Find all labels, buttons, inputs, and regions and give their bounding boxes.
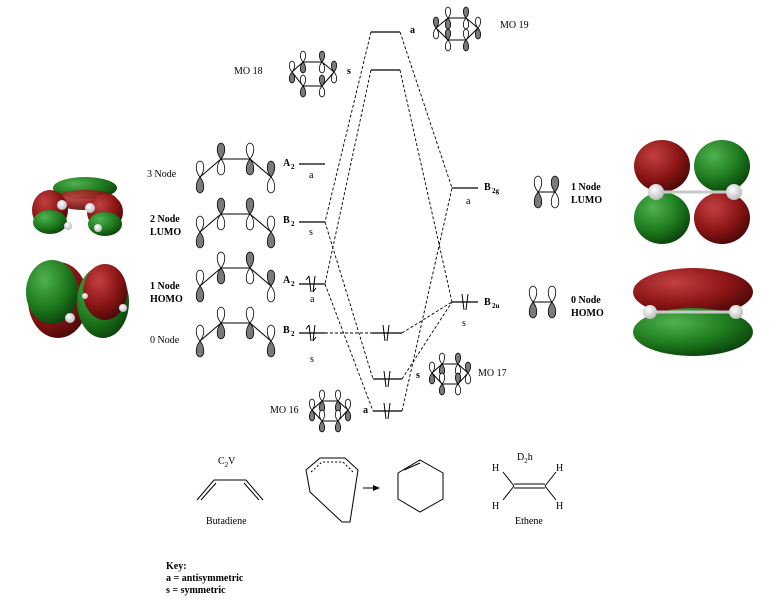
svg-text:D2h: D2h: [517, 452, 533, 465]
product-level-homo-pair: [372, 324, 402, 342]
svg-text:a: a: [466, 196, 471, 207]
ethene-structure: D2h H H H H Ethene: [492, 452, 563, 527]
butadiene-mo-psi4-sketch: [195, 142, 276, 194]
butadiene-mo-psi2-sketch: [195, 251, 276, 303]
ethene-homo-sketch: [528, 285, 557, 319]
svg-text:B: B: [283, 325, 290, 336]
svg-text:B: B: [283, 215, 290, 226]
butadiene-node-label-2: 2 Node: [150, 214, 180, 225]
svg-text:H: H: [492, 463, 499, 474]
ethene-homo-label: HOMO: [571, 308, 604, 319]
svg-text:B: B: [484, 182, 491, 193]
correlation-lines: [324, 31, 453, 412]
butadiene-homo-label: HOMO: [150, 294, 183, 305]
butadiene-mo-psi3-sketch: [195, 197, 276, 249]
svg-text:s: s: [310, 354, 314, 365]
svg-text:2: 2: [291, 280, 295, 288]
mo18-sketch: [288, 50, 338, 98]
svg-text:a: a: [363, 405, 368, 416]
butadiene-caption: Butadiene: [206, 516, 247, 527]
butadiene-lumo-label: LUMO: [150, 227, 181, 238]
ethene-node-label-1: 1 Node: [571, 182, 601, 193]
svg-text:s: s: [462, 318, 466, 329]
butadiene-level-a2-upper: A 2 a: [283, 158, 325, 181]
ethene-node-label-0: 0 Node: [571, 295, 601, 306]
svg-text:2: 2: [291, 220, 295, 228]
svg-text:a: a: [309, 170, 314, 181]
mo18-label: MO 18: [234, 66, 263, 77]
svg-text:2: 2: [291, 163, 295, 171]
svg-text:s = symmetric: s = symmetric: [166, 585, 226, 596]
svg-text:2u: 2u: [492, 302, 500, 310]
product-level-mo16: a: [363, 402, 402, 420]
butadiene-node-label-0: 0 Node: [150, 335, 180, 346]
ethene-lumo-render: [634, 140, 750, 244]
product-level-mo19: a: [371, 25, 415, 36]
ethene-lumo-sketch: [533, 175, 560, 209]
mo16-sketch: [308, 389, 352, 433]
mo17-label: MO 17: [478, 368, 507, 379]
svg-text:H: H: [556, 463, 563, 474]
svg-text:A: A: [283, 158, 291, 169]
butadiene-structure: C2V Butadiene: [196, 456, 264, 527]
svg-text:A: A: [283, 275, 291, 286]
mo17-sketch: [428, 352, 472, 396]
butadiene-level-b2-lumo: B 2 s: [283, 215, 325, 238]
ethene-homo-render: [633, 268, 753, 356]
svg-text:Key:: Key:: [166, 561, 187, 572]
ethene-caption: Ethene: [515, 516, 543, 527]
svg-text:s: s: [309, 227, 313, 238]
svg-text:C2V: C2V: [218, 456, 236, 469]
transition-state-structure: [305, 457, 380, 523]
product-level-mo17: s: [373, 370, 420, 388]
product-level-mo18: s: [347, 66, 400, 77]
mo16-label: MO 16: [270, 405, 299, 416]
butadiene-node-label-3: 3 Node: [147, 169, 177, 180]
svg-text:a = antisymmetric: a = antisymmetric: [166, 573, 244, 584]
svg-text:2: 2: [291, 330, 295, 338]
svg-text:s: s: [347, 66, 351, 77]
ethene-lumo-label: LUMO: [571, 195, 602, 206]
mo19-sketch: [432, 6, 482, 52]
ethene-level-b2u: B 2u s: [452, 293, 500, 329]
butadiene-level-b2-lower: B 2 s: [283, 324, 325, 365]
cyclohexene-structure: [397, 459, 444, 513]
svg-text:H: H: [492, 501, 499, 512]
svg-text:H: H: [556, 501, 563, 512]
svg-text:a: a: [310, 294, 315, 305]
mo19-label: MO 19: [500, 20, 529, 31]
svg-text:a: a: [410, 25, 415, 36]
butadiene-mo-psi1-sketch: [195, 306, 276, 358]
ethene-level-b2g: B 2g a: [452, 182, 500, 207]
svg-text:2g: 2g: [492, 187, 500, 195]
legend-key: Key: a = antisymmetric s = symmetric: [166, 561, 244, 596]
svg-text:s: s: [416, 370, 420, 381]
svg-text:B: B: [484, 297, 491, 308]
butadiene-node-label-1: 1 Node: [150, 281, 180, 292]
butadiene-homo-render: [26, 260, 129, 338]
butadiene-lumo-render: [32, 177, 123, 236]
butadiene-level-a2-homo: A 2 a: [283, 275, 325, 305]
